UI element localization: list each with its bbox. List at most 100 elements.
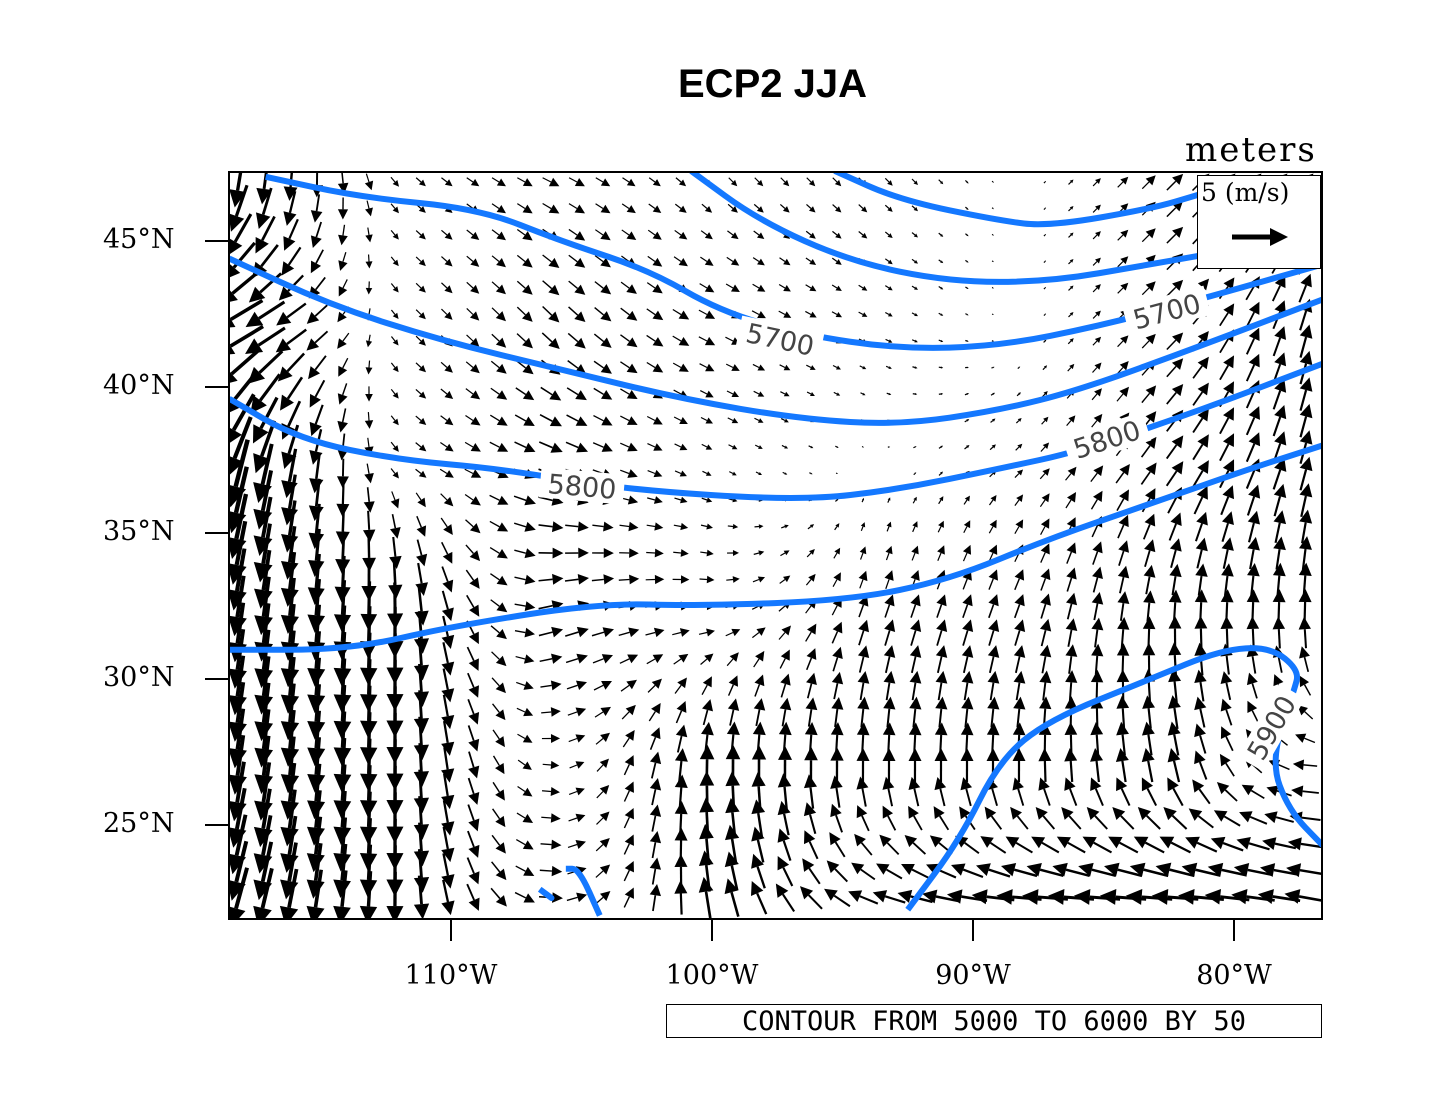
wind-vector: [934, 748, 948, 782]
wind-vector: [645, 627, 665, 638]
wind-vector: [674, 496, 688, 504]
wind-vector: [832, 230, 842, 239]
contour-label: 5700: [1130, 289, 1204, 337]
wind-vector: [1194, 696, 1207, 728]
contour-line-5650: [689, 172, 1201, 285]
wind-vector: [516, 812, 534, 823]
wind-vector: [1068, 285, 1074, 291]
wind-vector: [1207, 862, 1247, 877]
wind-vector: [961, 696, 974, 728]
wind-vector: [415, 442, 427, 452]
wind-vector: [595, 177, 611, 187]
lon-tick-label: 100°W: [665, 960, 759, 991]
wind-vector: [980, 836, 1007, 854]
wind-vector: [675, 177, 687, 187]
wind-vector: [489, 441, 509, 452]
wind-vector: [1013, 670, 1026, 701]
wind-vector: [860, 392, 866, 396]
wind-vector: [1142, 642, 1156, 676]
wind-vector: [1140, 462, 1157, 485]
wind-vector: [491, 861, 507, 881]
wind-vector: [491, 203, 506, 214]
wind-vector: [1116, 489, 1129, 511]
wind-vector: [465, 569, 480, 589]
wind-vector: [831, 311, 843, 318]
wind-vector: [1092, 284, 1101, 293]
wind-vector: [988, 594, 999, 619]
wind-vector: [701, 676, 712, 696]
wind-vector: [1117, 229, 1129, 241]
wind-vector: [1014, 494, 1024, 506]
wind-vector: [390, 336, 399, 346]
wind-vector: [595, 891, 611, 905]
wind-vector: [620, 334, 638, 348]
wind-vector: [646, 654, 664, 665]
wind-vector: [886, 392, 892, 396]
wind-vector: [466, 177, 480, 187]
wind-vector: [440, 493, 454, 507]
wind-vector: [781, 444, 789, 449]
wind-vector: [726, 576, 740, 583]
wind-vector: [1272, 616, 1286, 649]
wind-vector: [1082, 836, 1113, 854]
wind-vector: [913, 446, 917, 449]
wind-vector: [542, 254, 560, 268]
wind-vector: [280, 736, 300, 794]
wind-vector: [805, 257, 817, 266]
wind-vector: [337, 408, 348, 433]
wind-vector: [276, 302, 307, 326]
wind-vector: [364, 463, 374, 484]
wind-vector: [1015, 443, 1023, 451]
wind-vector: [1298, 616, 1311, 649]
wind-vector: [1013, 594, 1025, 619]
wind-vector: [538, 573, 564, 585]
wind-vector: [964, 392, 970, 396]
wind-vector: [933, 806, 950, 831]
wind-vector: [441, 229, 453, 240]
wind-vector: [1043, 180, 1047, 184]
wind-vector: [489, 494, 509, 505]
wind-vector: [835, 445, 839, 448]
wind-vector: [1141, 281, 1156, 296]
wind-vector: [491, 651, 507, 667]
wind-vector: [280, 376, 304, 411]
wind-vector: [1246, 672, 1258, 699]
wind-vector: [647, 496, 663, 504]
wind-vector: [673, 256, 688, 267]
wind-vector: [593, 360, 612, 374]
wind-vector: [647, 678, 662, 693]
wind-vector: [415, 492, 426, 508]
wind-vector: [467, 672, 479, 698]
wind-vector: [1216, 782, 1238, 802]
wind-vector: [649, 751, 662, 779]
wind-vector: [1040, 568, 1051, 591]
wind-vector: [960, 777, 973, 807]
wind-vector: [338, 224, 348, 246]
wind-vector: [1299, 403, 1313, 438]
wind-vector: [910, 619, 922, 646]
wind-vector: [831, 257, 842, 265]
wind-vector: [441, 590, 454, 622]
wind-vector: [727, 675, 739, 696]
wind-vector: [777, 773, 792, 810]
wind-vector: [1115, 463, 1130, 484]
wind-vector: [876, 863, 903, 880]
wind-vector: [858, 570, 868, 589]
wind-vector: [912, 521, 918, 533]
wind-vector: [279, 868, 299, 919]
wind-vector: [1031, 836, 1060, 854]
wind-vector: [591, 574, 615, 585]
wind-vector: [365, 281, 373, 295]
wind-vector: [516, 306, 533, 322]
wind-vector: [466, 594, 480, 617]
wind-vector: [564, 574, 589, 585]
wind-vector: [754, 177, 764, 187]
wind-vector: [1038, 777, 1051, 806]
wind-vector: [1117, 591, 1130, 621]
wind-vector: [306, 330, 329, 351]
wind-vector: [1142, 668, 1156, 703]
wind-vector: [751, 310, 766, 319]
wind-vector: [1117, 256, 1129, 268]
wind-vector: [337, 383, 348, 405]
wind-vector: [1185, 836, 1218, 853]
